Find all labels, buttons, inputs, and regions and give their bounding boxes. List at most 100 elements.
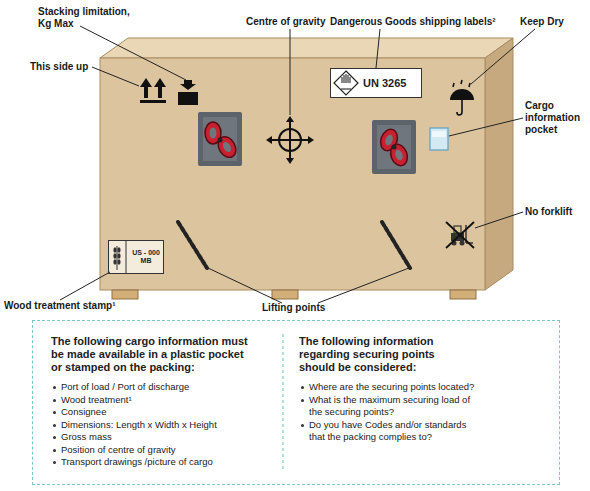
up-arrow [140, 78, 152, 98]
hazard-underline [341, 89, 351, 90]
prohibit-cross [446, 222, 474, 248]
stack-box [178, 92, 198, 105]
skid [450, 290, 476, 299]
bullet-dot [53, 461, 56, 464]
bullet-item: Consignee [51, 406, 256, 419]
node-text: UN 3265 [363, 77, 406, 89]
bullet-text: Consignee [61, 406, 106, 417]
shackle [215, 133, 240, 160]
lifting-plate [198, 112, 242, 166]
node-text: US - 000 MB [129, 249, 163, 265]
callout-label: No forklift [525, 206, 572, 218]
plate-inner [377, 125, 411, 169]
shackle-pin [392, 145, 397, 150]
bullet-dot [301, 386, 304, 389]
cog-tip [266, 136, 272, 144]
hazard-stripe [348, 75, 349, 83]
panel-divider [282, 334, 283, 472]
bullet-text: Transport drawings /picture of cargo [61, 456, 213, 467]
info-panel: The following cargo information must be … [32, 320, 560, 485]
lifting-plate [372, 120, 416, 174]
callout-label: Lifting points [262, 302, 325, 314]
shackle-pin [218, 138, 223, 143]
bullet-text: Dimensions: Length x Width x Height [61, 419, 217, 430]
leader-line [475, 212, 523, 228]
bullet-text: Wood treatment¹ [61, 394, 132, 405]
wheat-stem [117, 246, 118, 270]
bullet-dot [53, 399, 56, 402]
bullet-item: Position of centre of gravity [51, 444, 256, 457]
wheat-grain [113, 247, 116, 253]
leader-line [471, 29, 535, 84]
hazard-diamond [334, 71, 358, 95]
leader-line [80, 26, 186, 80]
callout-label: Cargo information pocket [525, 100, 587, 136]
panel-heading: The following cargo information must be … [51, 335, 256, 374]
text-column: The following cargo information must be … [51, 335, 256, 469]
hazard-stripe [344, 75, 345, 83]
base-bar [140, 100, 166, 103]
lifting-chain [382, 222, 410, 268]
bullet-dot [53, 436, 56, 439]
pocket [430, 128, 448, 150]
leader-line [60, 272, 110, 300]
rain-drop [453, 83, 454, 87]
callout-label: Keep Dry [520, 16, 564, 28]
wood-treatment-stamp: US - 000 MB [108, 240, 164, 274]
stamp-background [108, 240, 164, 274]
keep-dry-symbol [450, 80, 474, 115]
callout-label: Wood treatment stamp¹ [4, 300, 116, 312]
dangerous-goods-symbol [330, 68, 422, 98]
cog-line [289, 119, 291, 161]
bullet-item: What is the maximum securing load of the… [299, 394, 479, 419]
bullet-item: Wood treatment¹ [51, 394, 256, 407]
shackle-hole [221, 140, 233, 153]
callout-label: Centre of gravity [246, 16, 325, 28]
plate [198, 112, 242, 166]
shackle-hole [394, 149, 404, 162]
cog-tip [286, 116, 294, 122]
bullet-dot [301, 424, 304, 427]
wheat-grain [117, 247, 120, 253]
rain-drop [469, 83, 470, 87]
cargo-pocket [430, 128, 448, 150]
cog-tip [286, 158, 294, 164]
callout-label: This side up [30, 61, 88, 73]
forklift-wheel [460, 241, 465, 246]
skid [272, 290, 298, 299]
bullet-text: What is the maximum securing load of the… [309, 394, 470, 418]
lifting-chain [178, 222, 207, 268]
leader-line [92, 67, 139, 86]
leader-line [208, 268, 282, 303]
rain-drop [461, 80, 462, 84]
leader-line [376, 29, 380, 68]
leader-lines [60, 26, 535, 303]
bullet-dot [53, 449, 56, 452]
wheat-grain [117, 253, 120, 259]
shackle-hole [384, 134, 394, 147]
hazard-stripe [346, 74, 347, 83]
wood-stamp-symbol [108, 240, 164, 274]
bullet-dot [53, 424, 56, 427]
bullet-item: Dimensions: Length x Width x Height [51, 419, 256, 432]
bullet-text: Position of centre of gravity [61, 444, 176, 455]
wheat-grain [117, 259, 120, 265]
up-arrow [154, 78, 166, 98]
hazard-stripe [342, 77, 343, 83]
umbrella-canopy [450, 89, 474, 100]
label-background [330, 68, 422, 98]
bullet-item: Port of load / Port of discharge [51, 381, 256, 394]
bullet-dot [53, 386, 56, 389]
no-forklift-symbol [446, 222, 474, 248]
panel-heading: The following information regarding secu… [299, 335, 459, 374]
bullet-text: Do you have Codes and/or standards that … [309, 419, 466, 443]
wheat-grain [113, 253, 116, 259]
wheat-grain [113, 259, 116, 265]
shackle [388, 142, 411, 168]
leader-line [290, 29, 291, 115]
centre-of-gravity-symbol [266, 116, 314, 164]
umbrella-handle [457, 100, 462, 115]
bullet-dot [301, 399, 304, 402]
